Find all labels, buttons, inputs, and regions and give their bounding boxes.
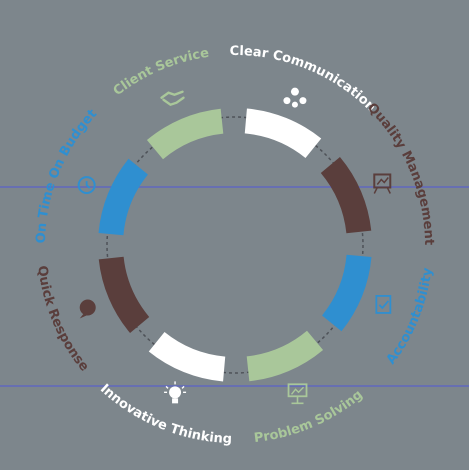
presentation-board-icon: [287, 383, 308, 405]
clock-dollar-icon: [77, 176, 96, 195]
people-network-icon: [283, 87, 307, 108]
segment-quality-management: [320, 156, 372, 234]
segment-problem-solving: [246, 330, 324, 382]
segment-clear-communication: [244, 108, 322, 158]
label-clear-communication: Clear Communication: [230, 44, 379, 115]
label-accountability: Accountability: [384, 266, 436, 367]
segment-quick-response: [98, 256, 150, 334]
easel-chart-icon: [373, 173, 392, 194]
document-check-icon: [375, 295, 392, 314]
segment-on-time-on-budget: [98, 158, 148, 236]
segment-innovative-thinking: [148, 332, 226, 382]
handshake-icon: [160, 90, 185, 107]
wheel-ring: [106, 116, 364, 374]
segment-accountability: [322, 254, 372, 332]
label-quality-management: Quality Management: [364, 100, 436, 245]
label-quick-response: Quick Response: [34, 265, 92, 375]
chat-bubble-icon: [79, 299, 96, 319]
label-problem-solving: Problem Solving: [253, 387, 366, 446]
label-client-service: Client Service: [111, 46, 211, 99]
label-innovative-thinking: Innovative Thinking: [97, 381, 232, 447]
label-on-time-on-budget: On Time On Budget: [34, 107, 100, 244]
lightbulb-icon: [164, 381, 187, 404]
segment-client-service: [146, 108, 224, 160]
